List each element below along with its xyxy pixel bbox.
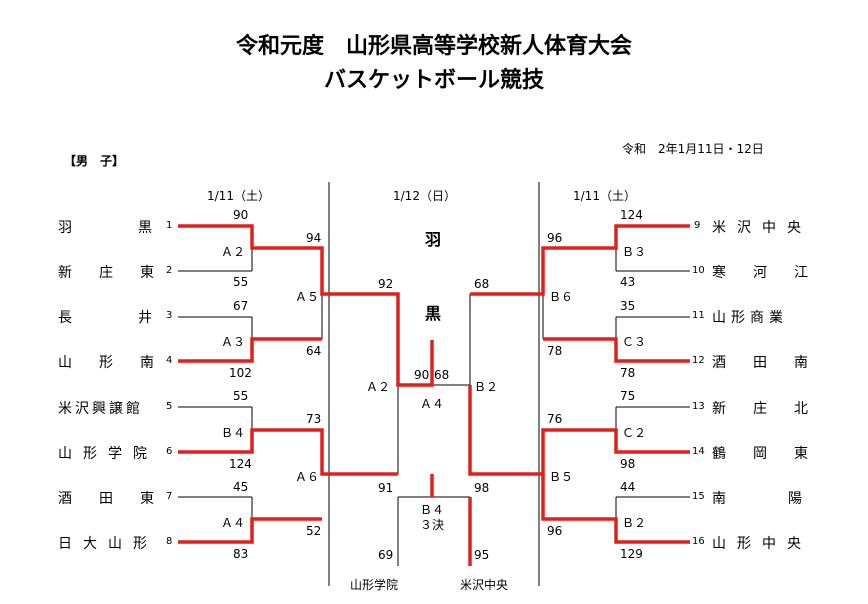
left-team-4: 山形南 [58,355,181,371]
title-line-1: 令和元度 山形県高等学校新人体育大会 [235,34,632,59]
final-code: Ａ４ [420,397,445,411]
score: 55 [233,389,249,403]
third-code: Ｂ４ [420,503,445,517]
right-team-2: 寒河江 [712,265,835,281]
score: 43 [620,275,636,289]
left-team-1: 羽黒 [58,217,158,237]
title-line-2: バスケットボール競技 [323,68,544,93]
score: 124 [229,457,252,471]
division-label: 【男 子】 [64,154,125,168]
seed-2: 2 [166,265,173,276]
champion-char-1: 羽 [425,230,442,249]
match-code: Ａ４ [221,516,246,530]
left-team-7: 酒田東 [58,491,181,507]
match-code: Ｃ２ [622,426,647,440]
score: 92 [378,277,394,291]
champion-char-2: 黒 [425,304,442,323]
score: 78 [547,344,563,358]
seed-12: 12 [692,355,705,366]
seed-15: 15 [692,491,705,502]
right-column-date: 1/11（土） [573,189,636,203]
match-code: Ａ５ [295,290,320,304]
right-team-6: 鶴岡東 [712,446,835,462]
match-code: Ａ２ [366,380,391,394]
score: 45 [233,480,249,494]
seed-4: 4 [166,355,173,366]
score: 98 [474,481,490,495]
right-team-4: 酒田南 [712,355,835,371]
seed-3: 3 [166,310,173,321]
score: 78 [620,366,636,380]
score: 96 [547,231,563,245]
third-label: ３決 [420,518,445,532]
score: 44 [620,480,636,494]
match-code: Ａ６ [295,470,320,484]
seed-13: 13 [692,401,705,412]
score: 73 [306,412,322,426]
score: 35 [620,299,636,313]
seed-9: 9 [694,220,701,231]
match-code: Ｂ２ [622,516,647,530]
right-team-7: 南陽 [712,491,864,507]
score: 75 [620,389,636,403]
score: 124 [620,208,643,222]
match-code: Ｃ３ [622,335,647,349]
right-team-3: 山形商業 [712,310,788,326]
right-team-5: 新庄北 [712,401,835,417]
third-score-right: 95 [474,548,490,562]
score: 129 [620,547,643,561]
right-team-1: 米沢中央 [712,220,812,236]
final-score-left: 90 [414,368,430,382]
left-team-5: 米沢興譲館 [58,401,143,417]
team-name: 羽黒 [58,220,218,236]
third-score-left: 69 [378,548,394,562]
score: 67 [233,299,249,313]
left-column-date: 1/11（土） [207,189,270,203]
third-team-right: 米沢中央 [460,578,509,592]
left-team-6: 山形学院 [58,446,158,462]
seed-11: 11 [692,310,705,321]
match-code: Ａ３ [221,335,246,349]
match-code: Ａ２ [221,245,246,259]
seed-6: 6 [166,446,173,457]
seed-10: 10 [692,265,705,276]
score: 90 [233,208,249,222]
score: 102 [229,366,252,380]
score: 64 [306,344,322,358]
seed-5: 5 [166,401,173,412]
score: 55 [233,275,249,289]
third-team-left: 山形学院 [350,578,399,592]
match-code: Ｂ５ [549,470,574,484]
score: 91 [378,481,394,495]
match-code: Ｂ２ [474,380,499,394]
score: 98 [620,457,636,471]
event-date: 令和 2年1月11日・12日 [622,142,764,156]
score: 76 [547,412,563,426]
match-code: Ｂ４ [221,426,246,440]
final-score-right: 68 [434,368,450,382]
left-team-8: 日大山形 [58,536,158,552]
seed-1: 1 [166,220,173,231]
seed-16: 16 [692,536,705,547]
score: 52 [306,524,322,538]
seed-7: 7 [166,491,173,502]
score: 68 [474,277,490,291]
left-team-3: 長井 [58,310,218,326]
seed-8: 8 [166,536,173,547]
score: 83 [233,547,249,561]
left-team-2: 新庄東 [58,265,181,281]
match-code: Ｂ３ [622,245,647,259]
score: 94 [306,231,322,245]
right-team-8: 山形中央 [712,536,812,552]
center-column-date: 1/12（日） [393,189,456,203]
score: 96 [547,524,563,538]
match-code: Ｂ６ [549,290,574,304]
seed-14: 14 [692,446,705,457]
